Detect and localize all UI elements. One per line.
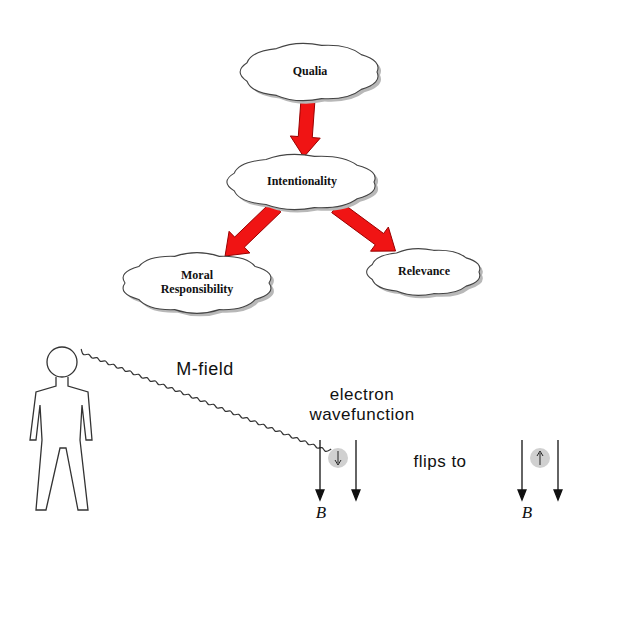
thought-cloud: Intentionality [222, 149, 382, 215]
electron-up [530, 448, 550, 468]
block-arrow [290, 97, 320, 157]
block-arrow [225, 202, 281, 256]
field-symbol: B [314, 503, 328, 523]
field-arrow [521, 440, 522, 492]
cloud-shape [367, 249, 480, 296]
cloud-label: Moral Responsibility [150, 269, 245, 297]
arrow-head [554, 490, 562, 500]
field-label: M-field [174, 359, 236, 381]
field-arrows [316, 440, 562, 500]
arrow-head [316, 490, 324, 500]
field-symbol: B [520, 503, 534, 523]
transition-label: flips to [411, 452, 468, 472]
cloud-shape [123, 253, 271, 314]
field-arrow [557, 440, 558, 492]
m-field-wave [81, 349, 331, 451]
field-arrow [355, 440, 356, 492]
cloud-shape [227, 154, 375, 209]
cloud-shape [240, 43, 378, 100]
thought-cloud: Moral Responsibility [117, 248, 277, 318]
figure-head [47, 347, 77, 377]
thought-cloud: Relevance [361, 243, 487, 301]
thought-cloud: Qualia [235, 38, 385, 106]
cloud-label: Intentionality [267, 175, 337, 189]
cloud-label: Qualia [293, 65, 328, 79]
arrow-head [518, 490, 526, 500]
stick-figure [30, 347, 92, 510]
field-arrow [319, 440, 320, 492]
wavefunction-label: electron wavefunction [295, 385, 429, 426]
figure-body [30, 377, 92, 510]
arrow-head [352, 490, 360, 500]
electron-down [328, 448, 348, 468]
cloud-label: Relevance [398, 265, 450, 279]
